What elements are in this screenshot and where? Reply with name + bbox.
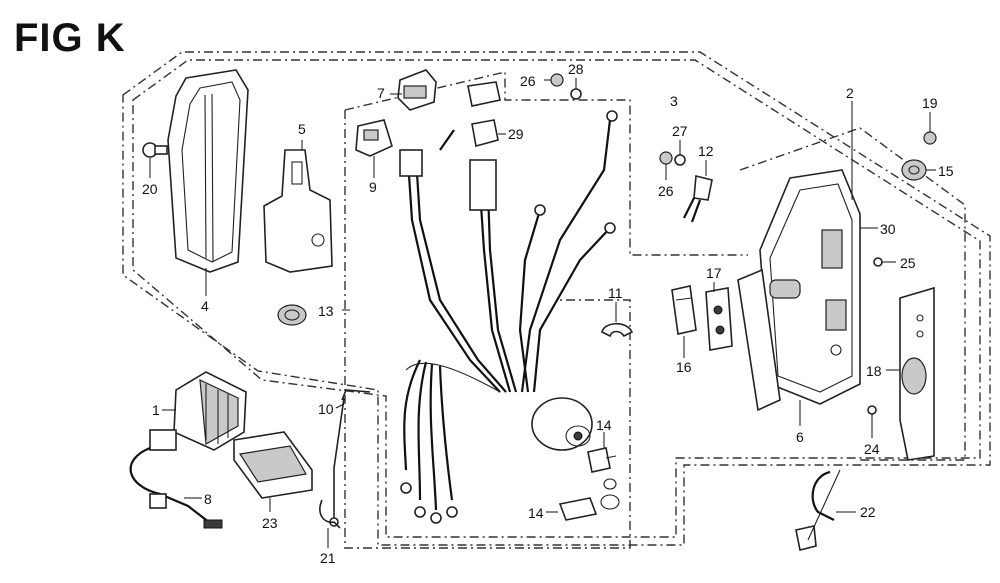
callout-12: 12 [698, 143, 714, 159]
callout-9: 9 [369, 179, 377, 195]
callout-14-lower: 14 [528, 505, 544, 521]
part-8-wire [129, 446, 223, 529]
callout-8: 8 [204, 491, 212, 507]
callout-4: 4 [201, 298, 209, 314]
outer-assembly-boundary [122, 51, 991, 546]
callout-10: 10 [318, 401, 334, 417]
part-12-connector [683, 160, 713, 223]
callout-17: 17 [706, 265, 722, 281]
part-16-terminal-block [671, 285, 697, 358]
part-25-screw [873, 257, 896, 267]
part-23-battery [233, 431, 313, 512]
part-18-plate [886, 286, 935, 461]
part-20-bolt [142, 142, 168, 178]
part-21-clamp [319, 499, 341, 548]
rubber-grommet [277, 304, 307, 326]
part-30-control-box [759, 101, 878, 405]
part-6-panel [737, 268, 801, 426]
callout-2: 2 [846, 85, 854, 101]
part-26-nut-upper [544, 73, 564, 87]
harness-group-boundary [344, 110, 631, 549]
part-22-band [795, 469, 856, 551]
part-14-key-lower [546, 497, 598, 521]
part-17-switch [705, 282, 733, 351]
callout-6: 6 [796, 429, 804, 445]
callout-22: 22 [860, 504, 876, 520]
callout-1: 1 [152, 402, 160, 418]
part-19-bolt [923, 112, 937, 145]
part-9-coupler [355, 119, 393, 178]
callout-24: 24 [864, 441, 880, 457]
callout-15: 15 [938, 163, 954, 179]
part-10-ground-rod [329, 389, 371, 527]
callout-19: 19 [922, 95, 938, 111]
part-28-washer [570, 78, 582, 100]
callout-7: 7 [377, 85, 385, 101]
callout-29: 29 [508, 126, 524, 142]
panel-group-boundary [739, 127, 966, 461]
figure-title: FIG K [14, 16, 126, 60]
part-4-side-cover [167, 69, 249, 296]
callout-11: 11 [608, 285, 623, 301]
ignition-switch [531, 397, 593, 451]
callout-26-lower: 26 [658, 183, 674, 199]
inner-assembly-boundary [132, 59, 981, 538]
part-24-screw [867, 405, 877, 438]
part-1-regulator [149, 371, 247, 451]
harness-terminals [400, 110, 618, 524]
part-26-nut-lower [659, 151, 673, 180]
callout-23: 23 [262, 515, 278, 531]
part-27-washer [674, 140, 686, 166]
assembly-boundaries [122, 51, 991, 549]
part-5-bracket [263, 140, 333, 273]
callout-13: 13 [318, 303, 334, 319]
callout-16: 16 [676, 359, 692, 375]
key-ring [600, 478, 620, 510]
part-13-wire-harness [342, 119, 612, 511]
callout-28: 28 [568, 61, 584, 77]
callout-21: 21 [320, 550, 336, 566]
callout-26-upper: 26 [520, 73, 536, 89]
callout-labels: 1 2 3 4 5 6 7 8 9 10 11 12 13 14 14 15 1… [142, 61, 954, 566]
callout-20: 20 [142, 181, 158, 197]
callout-18: 18 [866, 363, 882, 379]
callout-27: 27 [672, 123, 688, 139]
part-29-fuse [471, 119, 506, 148]
callout-5: 5 [298, 121, 306, 137]
callout-25: 25 [900, 255, 916, 271]
control-box-boundary [344, 71, 748, 256]
part-14-key-upper [587, 432, 617, 473]
part-15-grommet [901, 159, 936, 181]
part-11-clip [601, 302, 634, 338]
fuse-cover [467, 81, 501, 107]
callout-30: 30 [880, 221, 896, 237]
part-7-connector [390, 69, 437, 111]
callout-14-upper: 14 [596, 417, 612, 433]
callout-3: 3 [670, 93, 678, 109]
